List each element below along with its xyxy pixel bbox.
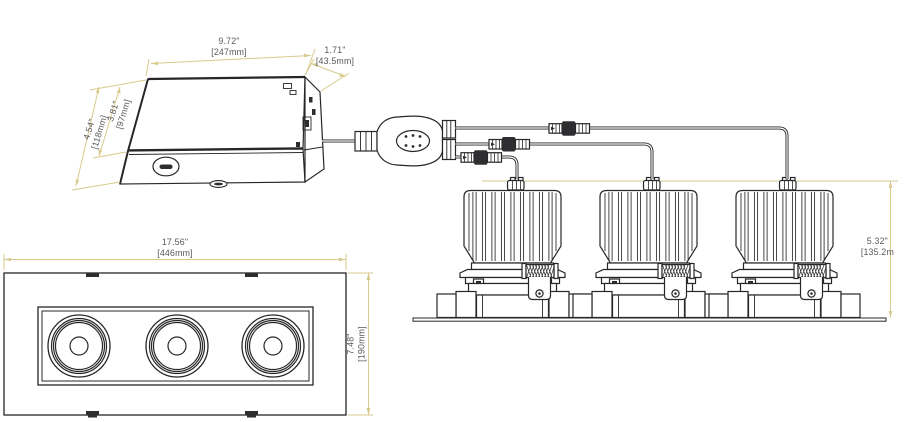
quick-connector-3: [548, 120, 591, 137]
splitter-input-rib-lines: [360, 131, 372, 151]
junction-box-seam-shadow: [128, 152, 304, 155]
wire-to-module-3: [455, 126, 789, 179]
quick-connector-1: [460, 149, 503, 166]
mounting-plate: [412, 317, 887, 322]
dim-arrow-bottom: [98, 149, 103, 156]
dim-module-height: 5.32" [135.2m: [482, 180, 898, 318]
wire-to-module-1-core: [455, 156, 518, 179]
dim-line: [98, 86, 121, 157]
dim-trim-width-in: 17.56": [162, 237, 188, 247]
dim-module-height-in: 5.32": [867, 236, 888, 246]
trim-outer-frame: [3, 272, 347, 416]
dim-ext-left: [145, 58, 150, 77]
frame-tab-top-1: [86, 273, 99, 277]
dim-trim-height: 7.48" [190mm]: [346, 272, 373, 416]
dim-line: [75, 86, 100, 187]
dim-arrow-left: [4, 257, 11, 262]
lamp-center-3: [263, 336, 283, 356]
frame-tab-bottom-1: [86, 411, 99, 415]
dim-arrow-right: [304, 53, 311, 58]
splitter-output-ribs-bottom: [441, 138, 457, 161]
light-module-2: [572, 176, 725, 319]
dim-arrow-left: [311, 63, 318, 67]
dim-box-depth-mm: [43.5mm]: [316, 56, 354, 66]
aperture-outer: [37, 306, 314, 386]
light-module-3: [708, 176, 861, 319]
dim-ext-bottom: [71, 181, 121, 191]
dim-ext-left: [304, 58, 315, 76]
frame-tab-top-2: [245, 273, 258, 277]
dim-arrow-left: [151, 61, 158, 66]
dim-arrow-right: [339, 73, 346, 77]
light-module-1: [436, 176, 589, 319]
junction-box-front-face: [127, 76, 306, 152]
dim-line: [150, 55, 312, 64]
splitter-output-rib-lines: [446, 120, 452, 160]
frame-tab-bottom-2: [245, 411, 258, 415]
dim-trim-height-mm: [190mm]: [357, 326, 367, 362]
quick-connector-2: [488, 136, 531, 153]
junction-box-right-face: [304, 75, 325, 184]
branch-wires: [455, 126, 789, 179]
downlight-2: [145, 314, 209, 378]
lamp-center-2: [167, 336, 187, 356]
tray-tab-slot: [214, 182, 223, 186]
side-slot-cut: [305, 120, 309, 127]
dim-trim-height-in: 7.48": [346, 333, 356, 354]
side-slot-outline: [302, 116, 312, 131]
frame-tab-bottom-ext-1: [88, 415, 97, 418]
dim-arrow-up: [366, 273, 371, 280]
knockout-slot: [159, 164, 173, 169]
dim-box-width-mm: [247mm]: [211, 47, 247, 57]
dim-arrow-up: [888, 181, 893, 188]
side-knockout-3: [296, 142, 300, 147]
knockout-oval: [152, 156, 180, 177]
downlight-1: [47, 314, 111, 378]
splitter-label-oval: [395, 129, 431, 153]
dim-arrow-right: [339, 257, 346, 262]
face-slot-1: [283, 83, 292, 89]
dim-ext-bottom: [92, 151, 127, 159]
dim-ext-top: [89, 79, 147, 91]
dim-arrow-down: [366, 408, 371, 415]
wiring-harness: [322, 115, 789, 179]
splitter-label-dots: [404, 134, 422, 148]
dim-arrow-bottom: [75, 179, 80, 186]
dim-arrow-top: [116, 87, 121, 94]
dim-box-depth: 1.71" [43.5mm]: [304, 45, 354, 92]
dim-arrow-down: [888, 311, 893, 318]
junction-box-right-seam: [303, 146, 323, 151]
dim-box-width-in: 9.72": [218, 36, 239, 46]
downlight-3: [241, 314, 305, 378]
wire-to-module-2-core: [455, 143, 653, 179]
junction-box-isometric: [119, 75, 325, 188]
wire-to-module-3-core: [455, 127, 788, 179]
junction-box-top-edge: [147, 75, 306, 81]
dim-module-height-mm: [135.2m: [861, 247, 894, 257]
face-slot-2: [289, 90, 297, 95]
dim-trim-width-mm: [446mm]: [157, 248, 193, 258]
dim-arrow-top: [95, 87, 100, 94]
junction-box-left-edge: [119, 78, 149, 185]
dim-box-depth-in: 1.71": [324, 45, 345, 55]
frame-tab-bottom-ext-2: [247, 415, 256, 418]
side-knockout-1: [309, 97, 313, 103]
dim-box-width: 9.72" [247mm]: [145, 36, 316, 77]
aperture-inner: [41, 310, 310, 382]
splitter-output-ribs-top: [441, 119, 457, 139]
cable-splitter-body: [376, 115, 444, 167]
dim-trim-width: 17.56" [446mm]: [3, 237, 347, 270]
junction-box-seam: [127, 147, 304, 152]
side-knockout-2: [312, 109, 316, 115]
lamp-center-1: [69, 336, 89, 356]
trim-front-view: [3, 272, 347, 418]
